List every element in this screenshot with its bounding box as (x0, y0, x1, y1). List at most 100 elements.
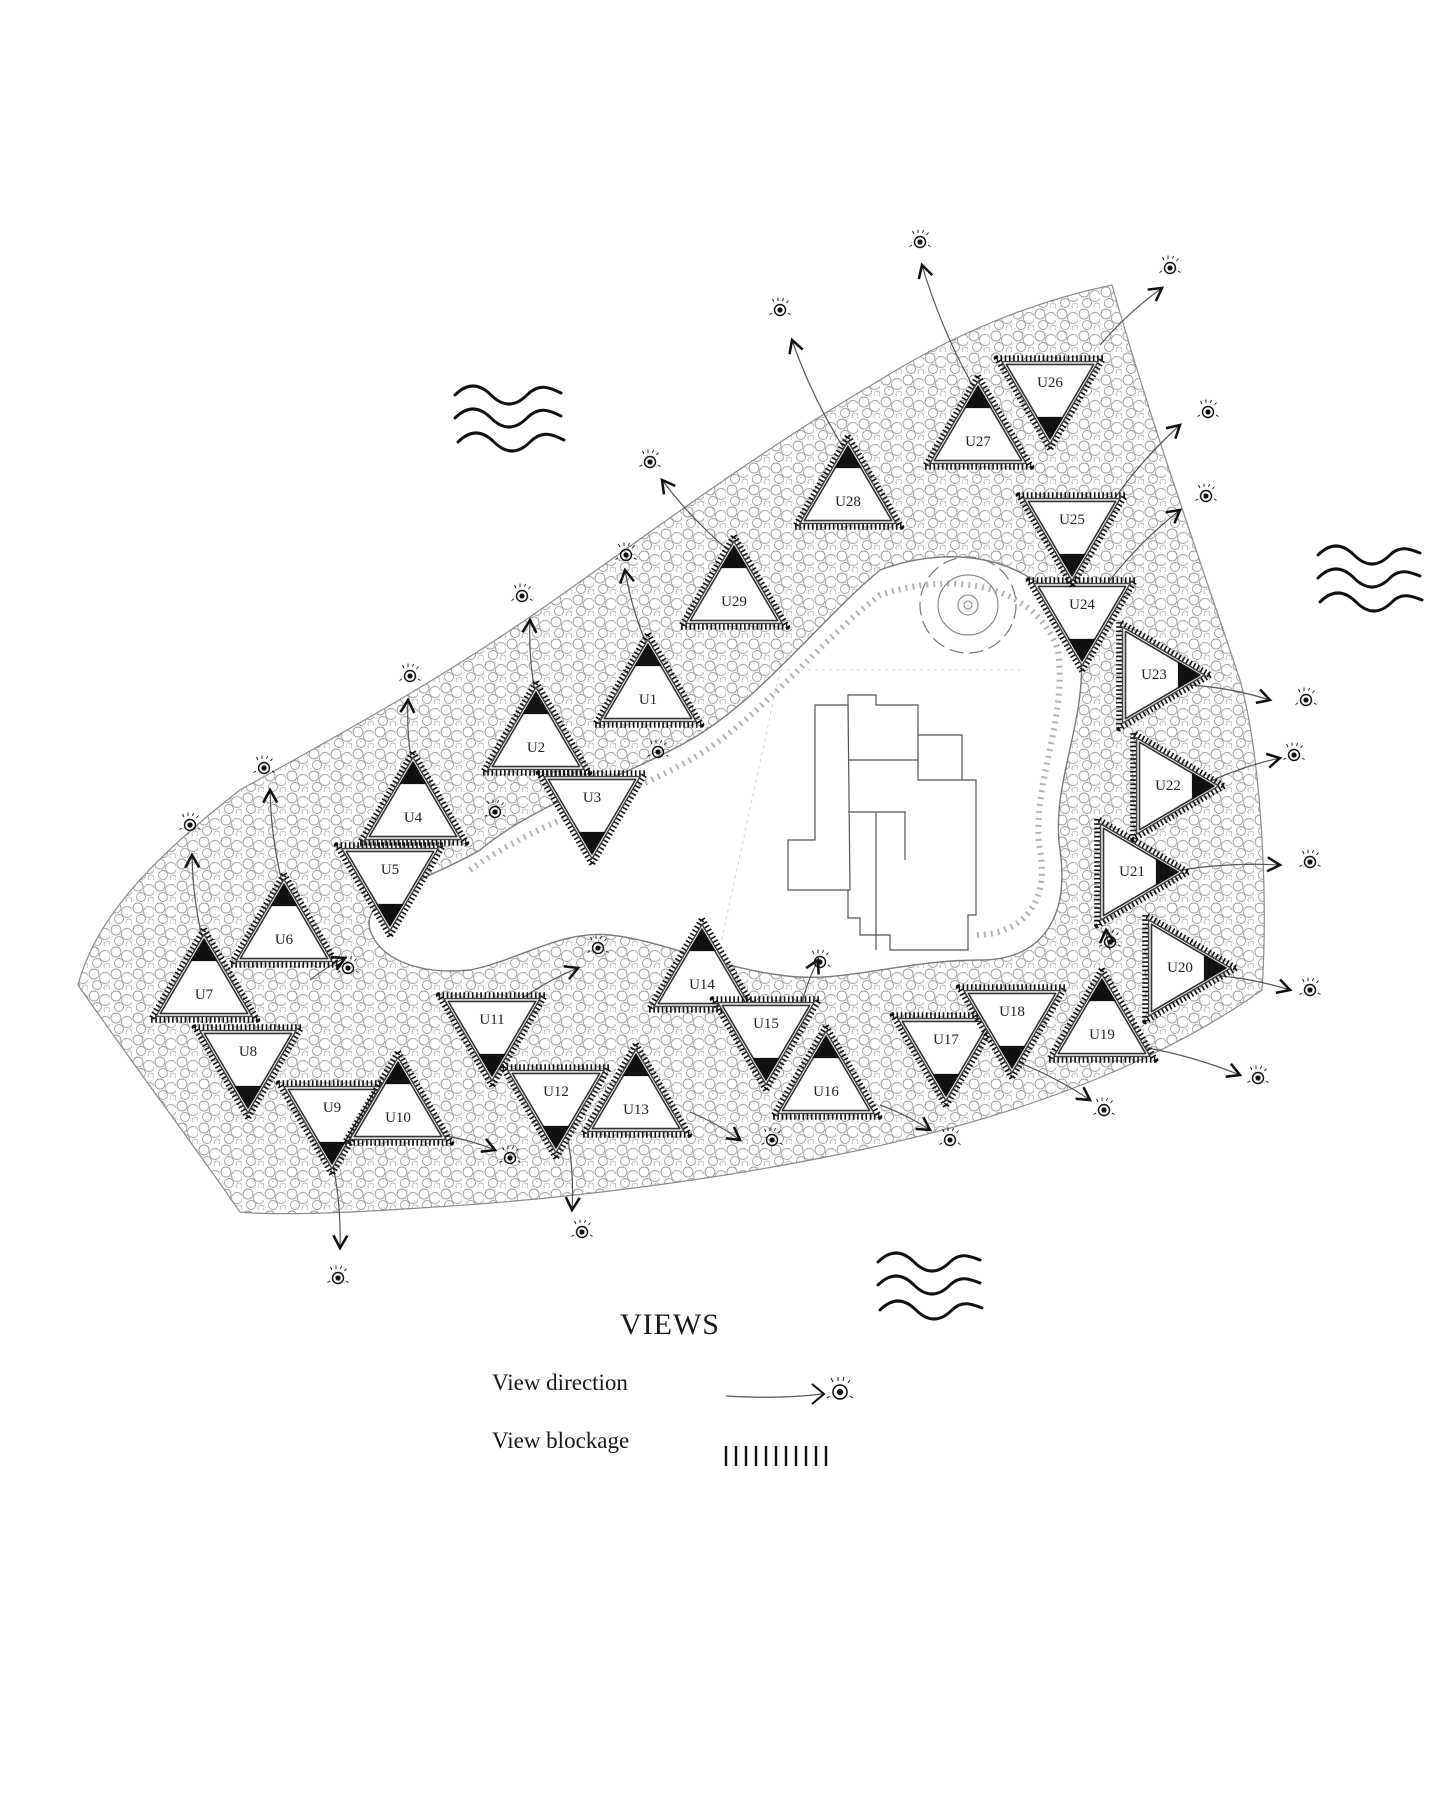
view-blockage-hatch (535, 770, 649, 868)
unit-u18[interactable]: U18 (955, 984, 1069, 1082)
unit-label: U14 (689, 977, 715, 993)
unit-u17[interactable]: U17 (889, 1012, 1003, 1110)
view-blockage-hatch (709, 996, 823, 1094)
unit-corner-mark (1203, 954, 1226, 982)
unit-u25[interactable]: U25 (1015, 492, 1129, 590)
unit-body (447, 1000, 537, 1077)
unit-label: U13 (623, 1102, 649, 1118)
unit-u3[interactable]: U3 (535, 770, 649, 868)
eye-icon (1159, 255, 1181, 275)
unit-body (547, 778, 637, 855)
view-blockage-hatch (1116, 618, 1214, 732)
unit-label: U11 (479, 1012, 504, 1028)
unit-u6[interactable]: U6 (227, 870, 341, 968)
unit-u12[interactable]: U12 (499, 1064, 613, 1162)
unit-u27[interactable]: U27 (921, 372, 1035, 470)
unit-label: U18 (999, 1004, 1025, 1020)
unit-label: U22 (1155, 778, 1181, 794)
unit-u10[interactable]: U10 (341, 1048, 455, 1146)
unit-u26[interactable]: U26 (993, 355, 1107, 453)
unit-body (1037, 585, 1127, 662)
unit-body (967, 992, 1057, 1069)
eye-icon (1299, 849, 1321, 869)
unit-body (239, 883, 329, 960)
legend-blockage-icon (724, 1446, 828, 1466)
unit-u13[interactable]: U13 (579, 1040, 693, 1138)
unit-corner-mark (720, 546, 748, 569)
eye-icon (1093, 1097, 1115, 1117)
eye-icon (399, 663, 421, 683)
view-blockage-hatch (227, 870, 341, 968)
eye-icon (909, 229, 931, 249)
legend-eye-icon (826, 1376, 854, 1400)
unit-u11[interactable]: U11 (435, 992, 549, 1090)
unit-corner-mark (1155, 858, 1178, 886)
unit-u22[interactable]: U22 (1130, 729, 1228, 843)
unit-body (803, 445, 893, 522)
eye-icon (253, 755, 275, 775)
legend-view-blockage-label: View blockage (492, 1428, 630, 1453)
unit-body (1005, 363, 1095, 440)
view-blockage-hatch (955, 984, 1069, 1082)
unit-corner-mark (1177, 661, 1200, 689)
unit-u1[interactable]: U1 (591, 630, 705, 728)
unit-corner-mark (234, 1085, 262, 1108)
unit-u4[interactable]: U4 (356, 748, 470, 846)
eye-icon (511, 583, 533, 603)
eye-icon (647, 739, 669, 759)
unit-body (287, 1088, 377, 1165)
unit-u2[interactable]: U2 (479, 678, 593, 776)
water-waves-top-left (453, 384, 566, 453)
view-arrow-5 (184, 852, 205, 946)
unit-body (901, 1020, 991, 1097)
unit-body (933, 385, 1023, 462)
legend-symbols (724, 1376, 854, 1466)
unit-body (1124, 630, 1201, 720)
unit-label: U16 (813, 1084, 839, 1100)
unit-body (1150, 923, 1227, 1013)
view-arrow-18 (879, 1104, 933, 1132)
unit-body (1102, 827, 1179, 917)
unit-u21[interactable]: U21 (1094, 815, 1192, 929)
unit-label: U20 (1167, 960, 1193, 976)
unit-u20[interactable]: U20 (1142, 911, 1240, 1025)
unit-u16[interactable]: U16 (769, 1022, 883, 1120)
view-arrow-26 (1098, 927, 1116, 951)
view-blockage-hatch (677, 532, 791, 630)
view-blockage-hatch (435, 992, 549, 1090)
unit-label: U10 (385, 1110, 411, 1126)
unit-label: U26 (1037, 375, 1063, 391)
view-blockage-hatch (645, 915, 759, 1013)
view-blockage-hatch (921, 372, 1035, 470)
view-arrow-12 (1189, 684, 1273, 705)
unit-u7[interactable]: U7 (147, 925, 261, 1023)
unit-u14[interactable]: U14 (645, 915, 759, 1013)
unit-u19[interactable]: U19 (1045, 965, 1159, 1063)
unit-body (353, 1061, 443, 1138)
unit-label: U8 (239, 1044, 257, 1060)
unit-u24[interactable]: U24 (1025, 577, 1139, 675)
unit-body (603, 643, 693, 720)
view-blockage-hatch (769, 1022, 883, 1120)
courtyard-path (468, 580, 1063, 938)
unit-corner-mark (270, 884, 298, 907)
unit-corner-mark (998, 1045, 1026, 1068)
eye-icon (761, 1127, 783, 1147)
unit-u15[interactable]: U15 (709, 996, 823, 1094)
eye-icon (1247, 1065, 1269, 1085)
unit-u29[interactable]: U29 (677, 532, 791, 630)
unit-label: U27 (965, 434, 991, 450)
unit-corner-mark (834, 446, 862, 469)
unit-u5[interactable]: U5 (333, 842, 447, 940)
unit-u8[interactable]: U8 (191, 1024, 305, 1122)
unit-label: U1 (639, 692, 657, 708)
legend-arrow-icon (725, 1383, 826, 1405)
unit-u23[interactable]: U23 (1116, 618, 1214, 732)
eye-icon (1099, 929, 1121, 949)
unit-u28[interactable]: U28 (791, 432, 905, 530)
unit-corner-mark (190, 939, 218, 962)
unit-corner-mark (622, 1054, 650, 1077)
unit-label: U17 (933, 1032, 959, 1048)
dwelling-units: U1U2U3U4U5U6U7U8U9U10U11U12U13U14U15U16U… (147, 355, 1240, 1178)
unit-body (721, 1004, 811, 1081)
